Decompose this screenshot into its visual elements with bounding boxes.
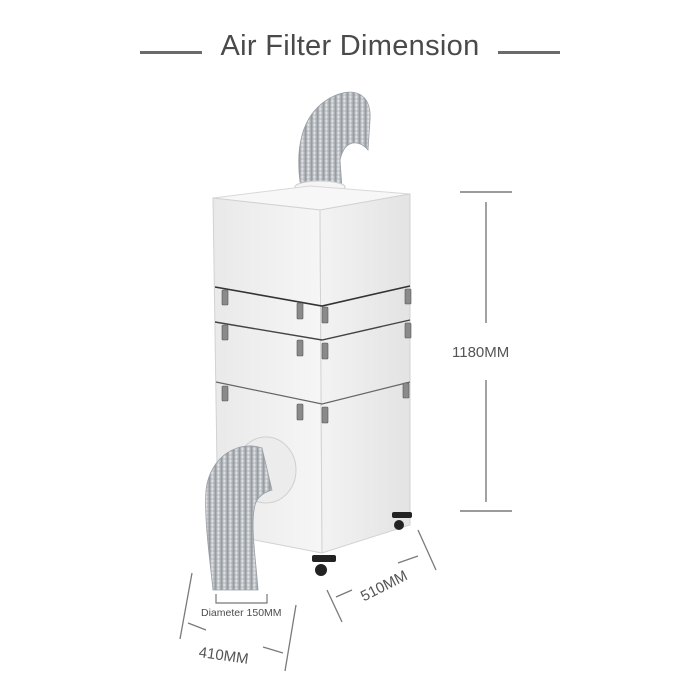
height-dimension-line <box>460 191 512 512</box>
height-label: 1180MM <box>452 344 510 361</box>
toggle-latches <box>221 288 412 424</box>
title-decor-line-left <box>140 51 202 54</box>
side-intake-duct <box>205 445 273 591</box>
top-exhaust-duct <box>294 91 371 194</box>
page-title: Air Filter Dimension <box>220 30 480 62</box>
title-decor-line-right <box>498 51 560 54</box>
duct-diameter-label: Diameter 150MM <box>201 607 282 619</box>
title-bar: Air Filter Dimension <box>0 30 700 74</box>
width-dimension-line <box>179 572 297 672</box>
caster-wheels <box>312 512 412 576</box>
depth-dimension-line <box>326 529 437 623</box>
diameter-bracket <box>215 594 268 604</box>
